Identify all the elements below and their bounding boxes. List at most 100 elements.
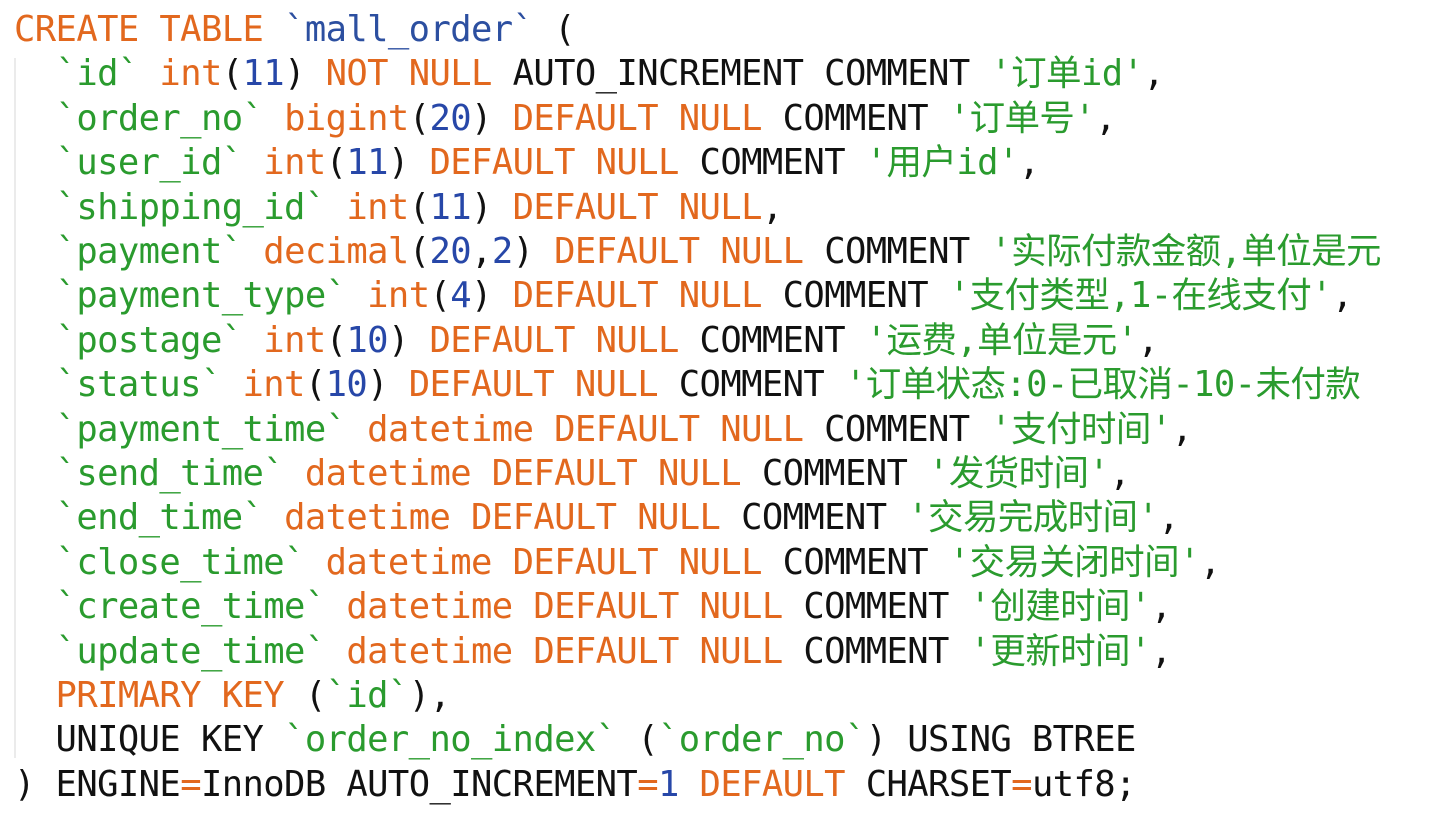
plain-token: ) [512,231,555,272]
plain-token: COMMENT [678,319,866,361]
plain-token: ) [471,97,513,139]
code-line: `payment` decimal(20,2) DEFAULT NULL COM… [14,230,1382,274]
plain-token [263,497,284,538]
plain-token: ) [387,319,430,361]
code-line: `postage` int(10) DEFAULT NULL COMMENT '… [14,319,1159,363]
plain-token: ( [304,364,326,406]
plain-token: ) [284,53,326,95]
plain-token: , [1150,586,1172,628]
keyword-token: DEFAULT NULL [512,186,763,228]
keyword-token: int [242,364,306,406]
identifier-token: `payment_time` [55,408,347,450]
keyword-token: decimal [263,231,409,272]
identifier-token: `status` [55,364,223,406]
plain-token [14,409,56,450]
plain-token [14,497,56,538]
plain-token: , [1109,453,1130,494]
identifier-token: `id` [55,53,140,95]
plain-token [243,320,264,361]
code-line: CREATE TABLE `mall_order` ( [14,8,575,52]
code-line: `payment_time` datetime DEFAULT NULL COM… [14,408,1193,452]
plain-token: ) [471,275,513,317]
identifier-token: `order_no_index` [284,719,617,761]
code-line: `create_time` datetime DEFAULT NULL COMM… [14,585,1173,629]
code-line: `id` int(11) NOT NULL AUTO_INCREMENT COM… [14,52,1165,96]
code-line: `update_time` datetime DEFAULT NULL COMM… [14,630,1173,674]
identifier-token: `payment_type` [55,275,347,317]
keyword-token: DEFAULT NULL [429,142,680,184]
plain-token: , [1150,630,1172,672]
plain-token: ( [408,231,430,272]
identifier-token: `shipping_id` [55,186,327,228]
plain-token: UNIQUE KEY [14,719,285,761]
identifier-token: `id` [325,675,410,716]
plain-token: ( [408,186,430,228]
identifier-token: `postage` [55,319,244,361]
plain-token: , [1158,497,1179,539]
identifier-token: `create_time` [55,586,327,628]
number-token: 2 [491,231,513,272]
string-token: '更新时间' [969,630,1152,672]
keyword-token: DEFAULT NULL [512,97,763,139]
plain-token: COMMENT [658,364,845,406]
plain-token: COMMENT [803,231,991,272]
number-token: 11 [242,53,285,95]
plain-token: ( [429,275,451,317]
number-token: 11 [429,186,472,228]
plain-token [14,98,56,139]
keyword-token: = [180,763,201,805]
keyword-token: DEFAULT [699,763,846,805]
code-line: `status` int(10) DEFAULT NULL COMMENT '订… [14,363,1361,407]
string-token: '创建时间' [969,586,1152,628]
keyword-token: int [263,142,326,184]
plain-token: InnoDB AUTO_INCREMENT [200,763,638,805]
keyword-token: datetime DEFAULT NULL [346,586,783,628]
code-line: ) ENGINE=InnoDB AUTO_INCREMENT=1 DEFAULT… [14,763,1136,807]
plain-token: ( [325,142,347,184]
number-token: 20 [429,97,472,139]
plain-token [14,364,56,405]
plain-token [14,53,56,94]
plain-token: , [1018,142,1040,184]
plain-token [14,187,56,228]
plain-token [243,142,264,183]
keyword-token: datetime DEFAULT NULL [325,541,763,583]
code-line: `close_time` datetime DEFAULT NULL COMME… [14,541,1222,585]
keyword-token: int [367,275,430,317]
plain-token: COMMENT [782,586,970,628]
code-line: PRIMARY KEY (`id`), [14,674,451,718]
plain-token [243,231,264,272]
string-token: '交易关闭时间' [948,541,1201,583]
plain-token: ( [221,53,243,95]
plain-token: COMMENT [678,142,866,184]
keyword-token: CREATE TABLE [14,9,285,50]
keyword-token: DEFAULT NULL [512,275,763,317]
string-token: '用户id' [865,142,1020,184]
plain-token: ( [408,97,430,139]
plain-token [346,275,367,316]
identifier-token: `payment` [55,231,244,272]
number-token: 10 [346,319,388,361]
keyword-token: int [346,186,409,228]
plain-token: COMMENT [741,453,929,494]
plain-token [14,631,56,672]
keyword-token: DEFAULT NULL [429,319,680,361]
identifier-token: `user_id` [55,142,244,184]
plain-token: , [1095,97,1116,139]
plain-token [346,409,367,450]
code-line: UNIQUE KEY `order_no_index` (`order_no`)… [14,718,1137,762]
plain-token [326,187,347,228]
plain-token: , [1171,408,1193,450]
number-token: 10 [325,364,368,406]
plain-token: utf8; [1031,763,1136,805]
keyword-token: datetime DEFAULT NULL [284,497,721,539]
identifier-token: `order_no` [55,97,264,139]
identifier-token: `send_time` [55,453,285,494]
code-line: `payment_type` int(4) DEFAULT NULL COMME… [14,274,1354,318]
keyword-token: bigint [284,97,409,139]
plain-token: ( [616,719,658,761]
plain-token [14,542,56,583]
identifier-token: `end_time` [55,497,264,539]
number-token: 4 [450,275,472,317]
